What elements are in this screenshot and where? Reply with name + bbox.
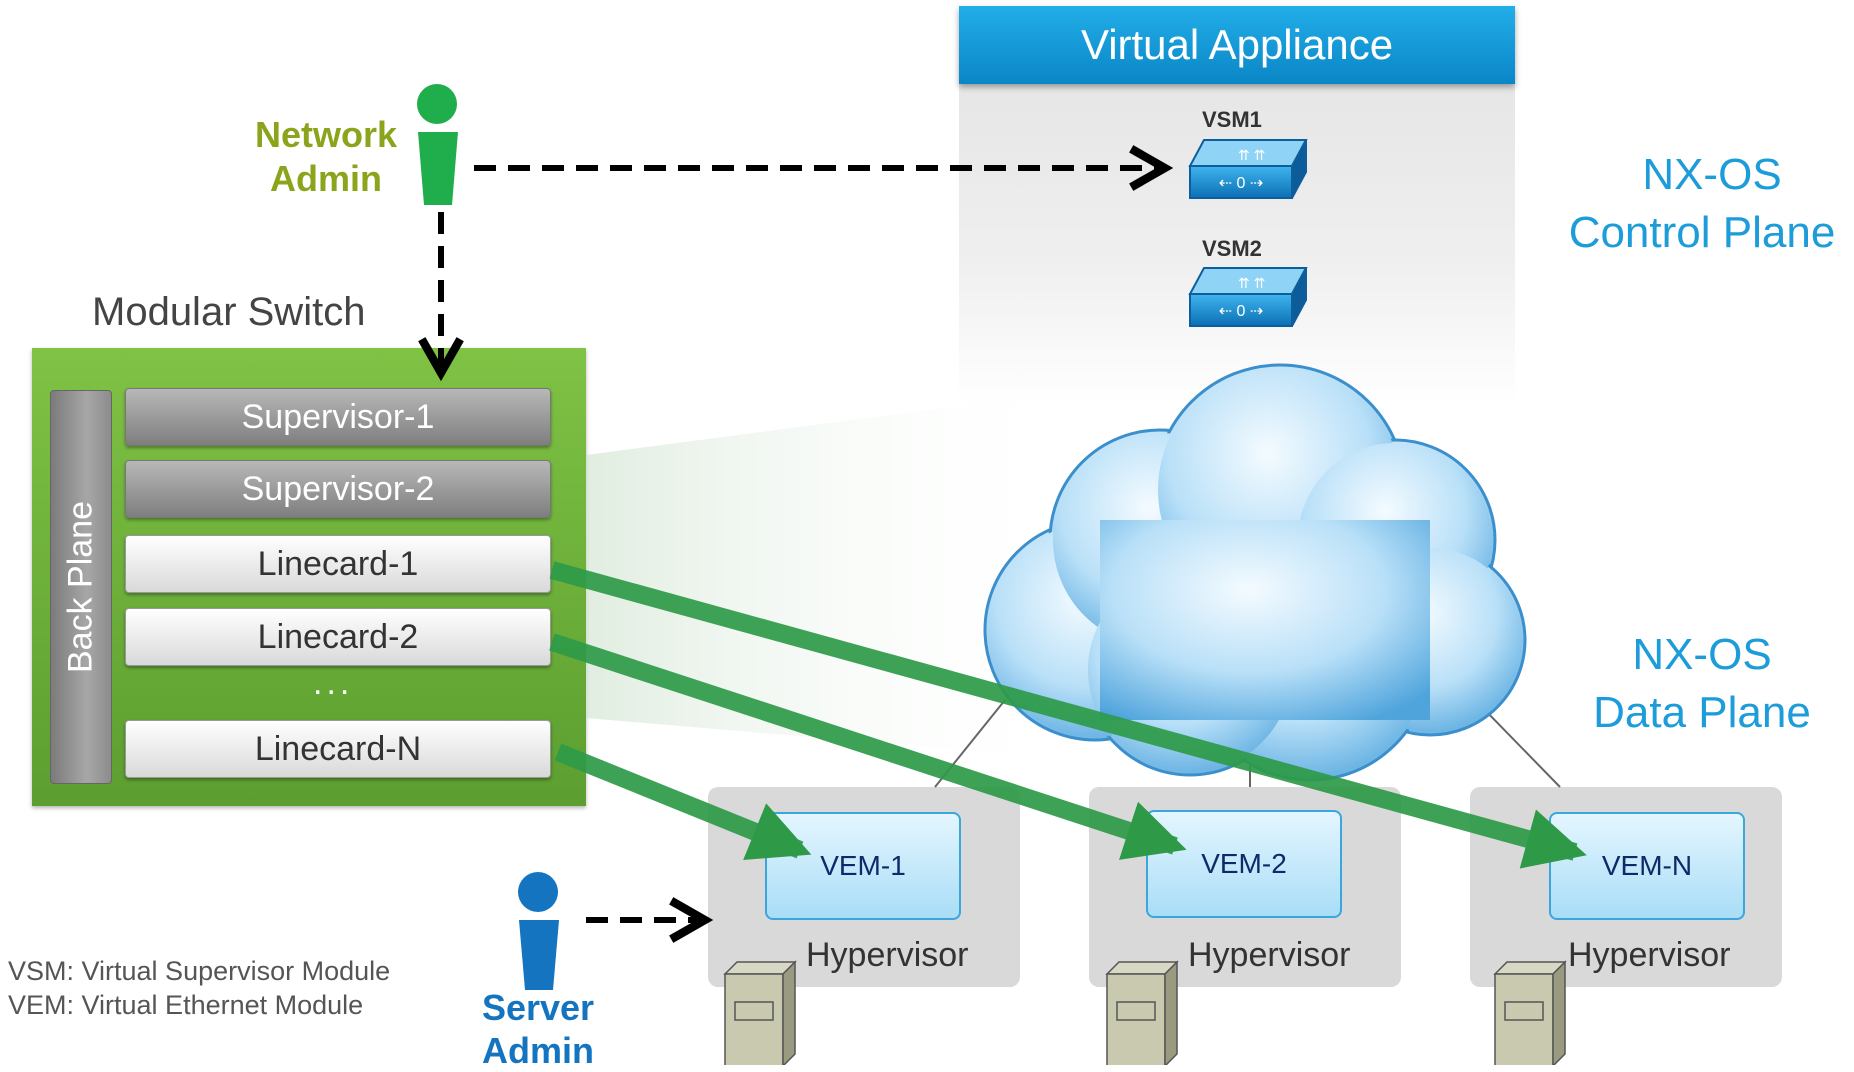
modular-switch-title: Modular Switch <box>92 290 366 334</box>
vsm2-switch-icon: ⇠ 0 ⇢ ⇈ ⇈ <box>1188 267 1308 327</box>
vem-label: VEM-1 <box>820 850 906 881</box>
vsm1-label: VSM1 <box>1202 107 1262 132</box>
card-label: Supervisor-1 <box>241 397 435 436</box>
legend-vem: VEM: Virtual Ethernet Module <box>8 990 364 1020</box>
card-label: Supervisor-2 <box>241 469 435 508</box>
linecard-2-card: Linecard-2 <box>125 608 551 666</box>
control-plane-line1: NX-OS <box>1642 150 1782 199</box>
linecard-n-to-vem-1-arrow <box>554 743 812 860</box>
supervisor-2-card: Supervisor-2 <box>125 460 551 518</box>
virtual-appliance-title: Virtual Appliance <box>1080 21 1394 68</box>
card-label: Linecard-2 <box>257 617 419 656</box>
linecard-ellipsis: ... <box>313 664 354 702</box>
hypervisor-label-1: Hypervisor <box>806 936 969 974</box>
network-admin-line1: Network <box>254 114 398 155</box>
svg-text:⇈ ⇈: ⇈ ⇈ <box>1238 147 1265 163</box>
server-icon <box>723 960 797 1065</box>
network-admin-line2: Admin <box>270 158 382 199</box>
server-icon <box>1493 960 1567 1065</box>
legend-vsm: VSM: Virtual Supervisor Module <box>8 956 391 986</box>
supervisor-1-card: Supervisor-1 <box>125 388 551 446</box>
card-label: Linecard-N <box>254 729 422 768</box>
svg-text:⇠ 0 ⇢: ⇠ 0 ⇢ <box>1219 303 1264 320</box>
vem-label: VEM-N <box>1601 850 1693 881</box>
network-admin-person-icon <box>417 84 458 205</box>
server-icon <box>1105 960 1179 1065</box>
linecard-1-to-vem-n-arrow <box>549 561 1587 869</box>
virtual-appliance-header: Virtual Appliance <box>959 6 1515 84</box>
hypervisor-label-3: Hypervisor <box>1568 936 1731 974</box>
linecard-n-card: Linecard-N <box>125 720 551 778</box>
control-plane-line2: Control Plane <box>1568 208 1836 257</box>
svg-text:⇠ 0 ⇢: ⇠ 0 ⇢ <box>1219 175 1264 192</box>
server-admin-line2: Admin <box>482 1030 594 1071</box>
server-admin-line1: Server <box>481 987 595 1028</box>
virtual-appliance-panel <box>959 84 1515 404</box>
hypervisor-label-2: Hypervisor <box>1188 936 1351 974</box>
linecard-2-to-vem-2-arrow <box>549 633 1187 860</box>
cloud-link-3 <box>1479 704 1561 788</box>
cloud-icon <box>983 363 1527 782</box>
vsm1-switch-icon: ⇠ 0 ⇢ ⇈ ⇈ <box>1188 139 1308 199</box>
svg-text:⇈ ⇈: ⇈ ⇈ <box>1238 275 1265 291</box>
card-label: Linecard-1 <box>257 544 419 583</box>
projection-wedge <box>586 390 1080 760</box>
linecard-1-card: Linecard-1 <box>125 535 551 593</box>
back-plane: Back Plane <box>50 390 112 784</box>
vem-label: VEM-2 <box>1201 848 1287 879</box>
vsm2-label: VSM2 <box>1202 236 1262 261</box>
server-admin-person-icon <box>518 872 559 990</box>
data-plane-line1: NX-OS <box>1632 630 1772 679</box>
data-plane-line2: Data Plane <box>1593 688 1811 737</box>
